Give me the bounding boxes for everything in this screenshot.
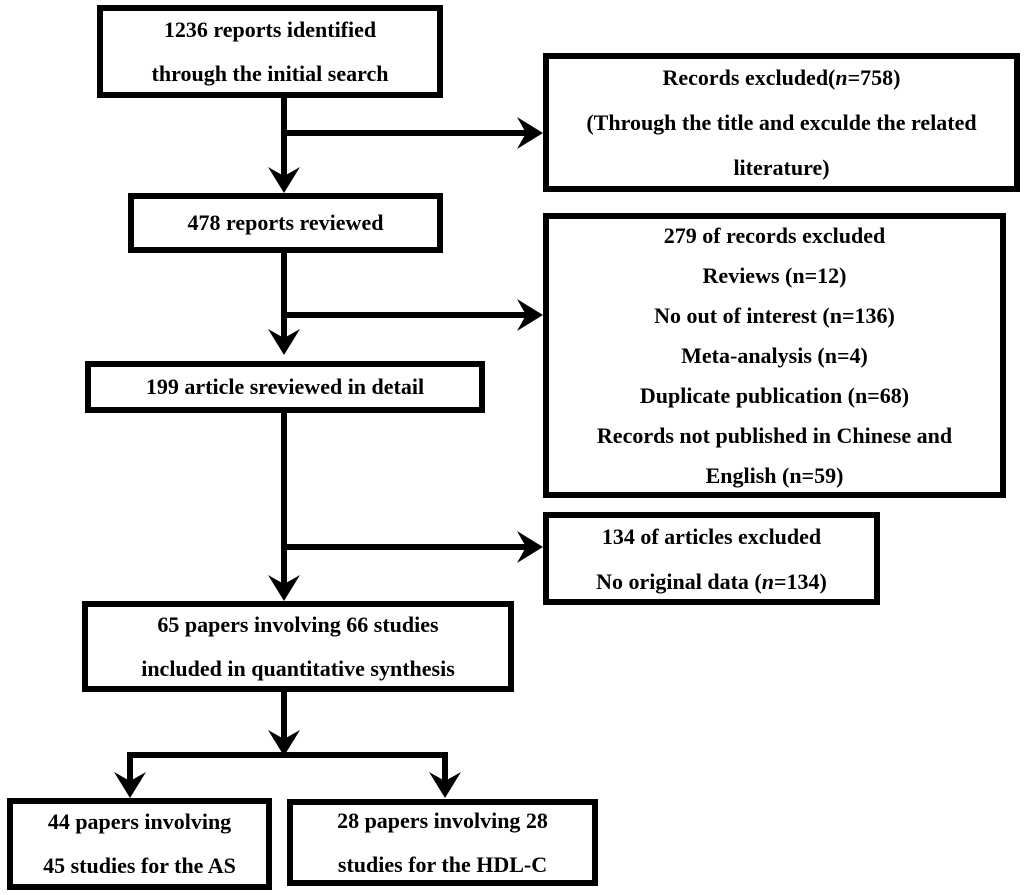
connector-478-to-199	[281, 253, 287, 338]
box-initial-search: 1236 reports identified through the init…	[97, 5, 443, 98]
box-records-excluded-279: 279 of records excluded Reviews (n=12) N…	[543, 213, 1006, 498]
box-text-line: 65 papers involving 66 studies	[157, 611, 439, 637]
box-hdl-28: 28 papers involving 28 studies for the H…	[287, 799, 598, 886]
connector-65-to-split	[281, 692, 287, 739]
box-text-line: 134 of articles excluded	[601, 523, 822, 549]
box-as-44: 44 papers involving 45 studies for the A…	[7, 798, 272, 890]
box-text-line: Meta-analysis (n=4)	[681, 342, 868, 368]
arrowhead-down-icon	[114, 772, 146, 798]
italic-n: n	[835, 65, 848, 90]
box-text-line: No out of interest (n=136)	[654, 302, 895, 328]
connector-199-to-65	[281, 413, 287, 584]
box-text-line: 478 reports reviewed	[187, 210, 384, 235]
connector-split-to-as	[127, 752, 133, 781]
connector-split-to-hdl	[442, 752, 448, 781]
box-text-line: (Through the title and exculde the relat…	[586, 110, 977, 135]
connector-branch-excluded-279	[284, 312, 526, 318]
arrowhead-down-icon	[268, 329, 300, 355]
arrowhead-right-icon	[517, 299, 543, 331]
box-text-line: No original data (n=134)	[596, 559, 827, 604]
arrowhead-right-icon	[517, 531, 543, 563]
arrowhead-right-icon	[517, 117, 543, 149]
box-text-line: 279 of records excluded	[663, 222, 886, 248]
connector-branch-excluded-134	[284, 544, 526, 550]
box-text-line: literature)	[733, 155, 830, 180]
box-text-line: Reviews (n=12)	[702, 262, 847, 288]
arrowhead-down-icon	[429, 772, 461, 798]
box-text-line: Duplicate publication (n=68)	[639, 382, 910, 408]
box-text-line: 44 papers involving	[47, 809, 232, 834]
box-text-line: Records not published in Chinese and	[596, 422, 953, 448]
text-fragment: =758)	[847, 65, 901, 90]
text-fragment: =134)	[774, 568, 827, 594]
text-fragment: No original data (	[596, 568, 762, 594]
italic-n: n	[761, 568, 774, 594]
connector-split-bar	[127, 752, 448, 758]
box-text-line: 28 papers involving 28	[337, 807, 548, 833]
box-records-excluded-758: Records excluded(n=758) (Through the tit…	[543, 53, 1020, 192]
box-articles-excluded-134: 134 of articles excluded No original dat…	[543, 512, 880, 605]
box-text-line: 1236 reports identified	[163, 16, 377, 42]
box-text-line: included in quantitative synthesis	[141, 655, 455, 681]
box-text-line: through the initial search	[151, 60, 389, 86]
arrowhead-down-icon	[268, 167, 300, 193]
connector-branch-excluded-758	[284, 130, 526, 136]
box-articles-reviewed-199: 199 article sreviewed in detail	[85, 361, 485, 413]
box-quantitative-synthesis-65: 65 papers involving 66 studies included …	[82, 601, 514, 692]
box-text-line: English (n=59)	[705, 462, 844, 488]
box-reports-reviewed-478: 478 reports reviewed	[128, 193, 443, 253]
arrowhead-down-icon	[268, 575, 300, 601]
box-text-line: 45 studies for the AS	[43, 853, 236, 878]
box-text-line: 199 article sreviewed in detail	[145, 374, 425, 399]
connector-initial-to-478	[281, 97, 287, 176]
arrowhead-down-icon	[268, 730, 300, 756]
box-text-line: Records excluded(n=758)	[662, 55, 900, 100]
text-fragment: Records excluded(	[662, 65, 836, 90]
box-text-line: studies for the HDL-C	[337, 851, 548, 877]
